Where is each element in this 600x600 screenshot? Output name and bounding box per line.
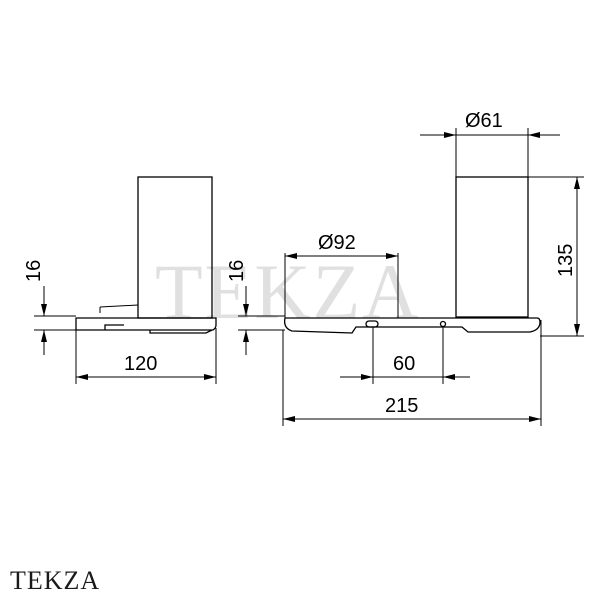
dimension-base-diameter: Ø92 — [284, 232, 399, 318]
dimension-left-width: 120 — [75, 328, 217, 384]
side-view — [75, 176, 217, 334]
left-height-label: 16 — [23, 260, 45, 282]
front-view — [284, 176, 541, 334]
dimension-hole-spacing: 60 — [340, 327, 470, 384]
watermark: TEKZA — [155, 248, 421, 335]
dimension-right-height: 16 — [226, 260, 285, 355]
dimension-total-height: 135 — [528, 176, 584, 337]
dimension-cylinder-diameter: Ø61 — [420, 110, 560, 177]
brand-logo: TEKZA — [10, 566, 101, 595]
left-width-label: 120 — [124, 353, 157, 375]
hole-spacing-label: 60 — [393, 353, 415, 375]
total-height-label: 135 — [555, 244, 577, 277]
cylinder-diameter-label: Ø61 — [465, 110, 503, 132]
total-width-label: 215 — [385, 395, 418, 417]
base-diameter-label: Ø92 — [318, 232, 356, 254]
dimension-total-width: 215 — [282, 320, 542, 426]
dimension-left-height: 16 — [23, 260, 76, 355]
right-height-label: 16 — [226, 260, 248, 282]
